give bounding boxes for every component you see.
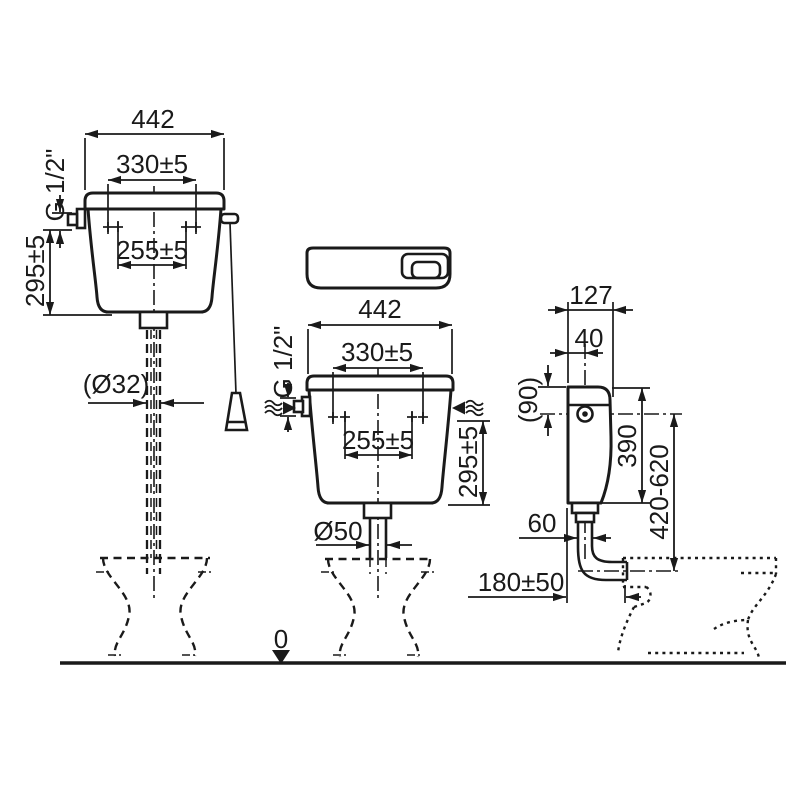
inlet-port-shank bbox=[66, 212, 79, 227]
datum-triangle-icon bbox=[272, 650, 290, 664]
datum-zero-label: 0 bbox=[274, 624, 288, 654]
inlet-port-shank bbox=[292, 399, 305, 414]
ground-datum: 0 bbox=[60, 624, 786, 665]
inlet-hole-center bbox=[582, 411, 588, 417]
top-view-cistern bbox=[305, 246, 452, 290]
lower-holes-label: 255±5 bbox=[116, 235, 188, 265]
front-view-low-cistern: 442 330±5 G 1/2" 255±5 295±5 Ø50 bbox=[264, 294, 490, 658]
cistern-outlet bbox=[138, 310, 169, 330]
flush-lever bbox=[219, 212, 240, 225]
outlet-step bbox=[574, 511, 596, 524]
side-view-cistern: 127 40 (90) 390 420-620 60 180±50 bbox=[468, 280, 778, 659]
inlet-height-label: (90) bbox=[513, 377, 543, 423]
width-label: 442 bbox=[358, 294, 401, 324]
supply-arrow-icon bbox=[283, 401, 296, 415]
upper-holes-label: 330±5 bbox=[116, 149, 188, 179]
pipe-dia-label: 60 bbox=[528, 508, 557, 538]
outlet-shoulder bbox=[570, 501, 600, 515]
front-view-high-cistern: 442 330±5 G 1/2" 295±5 255±5 (Ø32) bbox=[20, 104, 249, 657]
thread-label: G 1/2" bbox=[268, 326, 298, 399]
toilet-bowl-side-outline bbox=[616, 556, 778, 659]
water-supply-left bbox=[264, 399, 296, 417]
thread-label: G 1/2" bbox=[40, 149, 70, 222]
cistern-lid bbox=[305, 374, 455, 392]
toilet-bowl-outline bbox=[96, 556, 214, 657]
pull-handle bbox=[224, 391, 249, 432]
outlet-dia-label: Ø50 bbox=[313, 516, 362, 546]
install-range-label: 420-620 bbox=[644, 444, 674, 539]
water-supply-right bbox=[452, 399, 484, 417]
upper-holes-label: 330±5 bbox=[341, 337, 413, 367]
toilet-bowl-outline bbox=[321, 557, 437, 658]
inlet-hole bbox=[576, 405, 594, 423]
pull-cord bbox=[229, 222, 237, 395]
pipe-dia-label: (Ø32) bbox=[83, 369, 149, 399]
cistern-outlet bbox=[362, 501, 393, 520]
bowl-offset-label: 180±50 bbox=[478, 567, 565, 597]
height-label: 295±5 bbox=[20, 235, 50, 307]
inlet-offset-label: 40 bbox=[575, 323, 604, 353]
height-label: 390 bbox=[612, 424, 642, 467]
supply-arrow-icon bbox=[452, 401, 465, 415]
lower-holes-label: 255±5 bbox=[342, 425, 414, 455]
elbow-pipe-outer bbox=[576, 522, 627, 582]
cistern-lid bbox=[83, 191, 226, 211]
elbow-pipe-inner bbox=[590, 522, 627, 564]
width-label: 442 bbox=[131, 104, 174, 134]
height-label: 295±5 bbox=[453, 426, 483, 498]
flush-button-small bbox=[410, 260, 442, 280]
depth-label: 127 bbox=[569, 280, 612, 310]
